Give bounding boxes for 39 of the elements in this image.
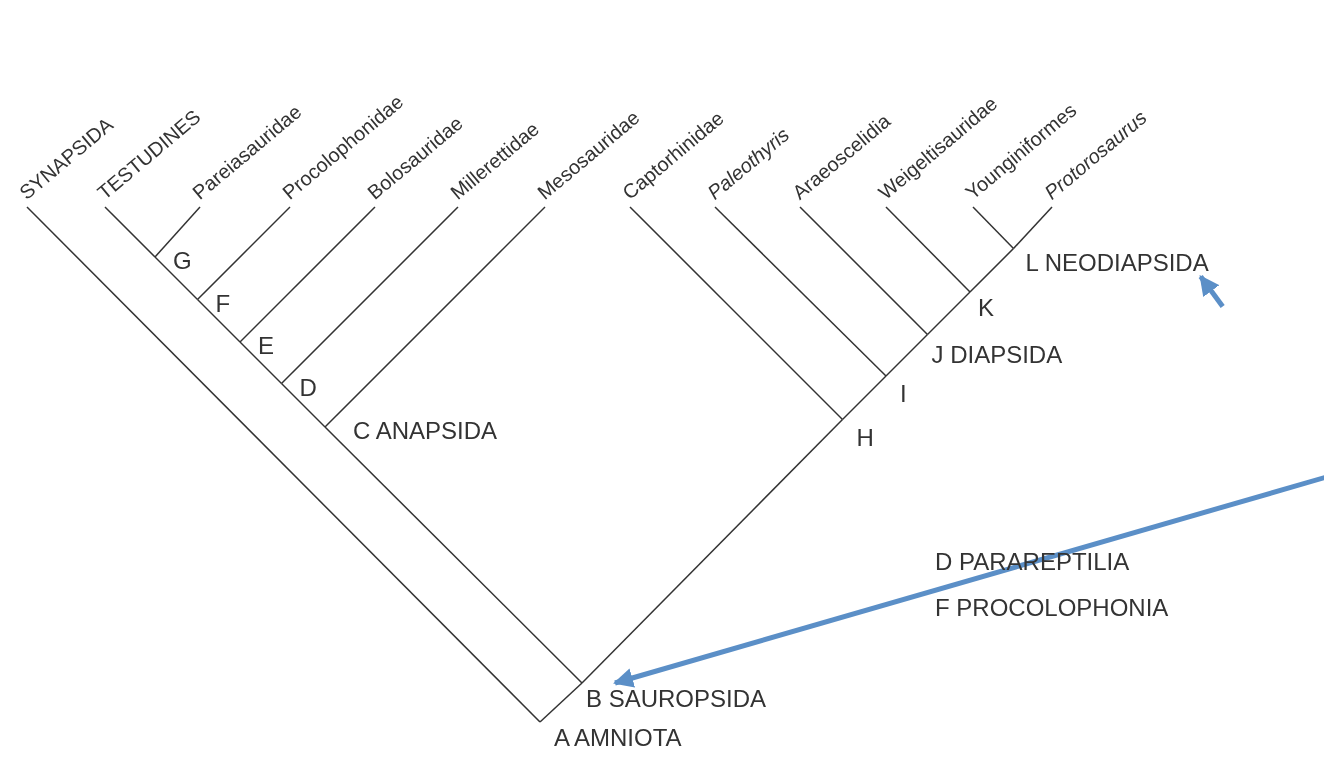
branch-line	[26, 206, 541, 723]
branch-line	[714, 206, 887, 377]
clade-label: A AMNIOTA	[540, 722, 682, 752]
clade-label: L NEODIAPSIDA	[1013, 248, 1209, 277]
branch-line	[629, 206, 844, 421]
branch-line	[539, 682, 583, 723]
branch-line	[104, 206, 156, 258]
clade-label: B SAUROPSIDA	[582, 683, 767, 713]
arrow	[1198, 274, 1225, 308]
clade-label: D	[281, 373, 317, 402]
branch-line	[280, 206, 459, 385]
branch-line	[885, 206, 971, 293]
arrow	[613, 473, 1324, 688]
branch-line	[239, 206, 376, 343]
clade-label: K	[970, 292, 994, 322]
branch-line	[154, 256, 199, 301]
branch-line	[972, 206, 1015, 250]
branch-line	[280, 382, 326, 428]
branch-line	[885, 333, 929, 377]
clade-label: G	[155, 247, 192, 275]
clade-label: I	[886, 376, 907, 408]
clade-label: H	[842, 419, 874, 452]
clade-label: F	[197, 289, 231, 318]
branch-line	[969, 247, 1015, 293]
clade-label: C ANAPSIDA	[325, 417, 498, 445]
branch-line	[926, 291, 971, 336]
branch-line	[324, 426, 583, 684]
clade-label: E	[240, 332, 274, 360]
branch-line	[239, 341, 283, 385]
branch-line	[324, 206, 546, 428]
clade-label: J DIAPSIDA	[927, 334, 1063, 369]
note-text: F PROCOLOPHONIA	[935, 594, 1169, 622]
branch-line	[581, 418, 844, 684]
branch-line	[196, 206, 291, 301]
branch-line	[1012, 206, 1053, 250]
branch-line	[154, 206, 201, 258]
branch-line	[196, 298, 241, 343]
branch-line	[799, 206, 929, 336]
branch-line	[841, 375, 887, 421]
